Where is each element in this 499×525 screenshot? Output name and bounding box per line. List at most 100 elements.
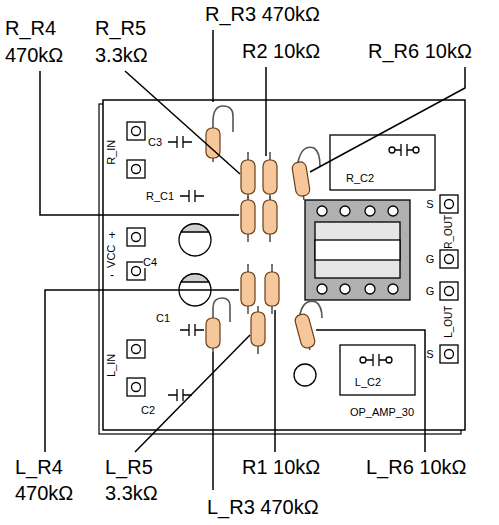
capacitor-band: [181, 224, 209, 232]
pad: [127, 340, 145, 358]
callout-label: R_R5: [95, 17, 146, 40]
callout-label: R2 10kΩ: [242, 40, 320, 63]
pad: [440, 345, 458, 363]
ic-socket: [305, 200, 410, 300]
pad-hole: [386, 357, 392, 363]
callout-label: R_R6 10kΩ: [368, 40, 472, 63]
resistor-bodies: [206, 128, 316, 349]
socket-pin: [388, 206, 398, 216]
silkscreen-text: R_OUT: [443, 215, 455, 249]
pad-hole: [389, 147, 395, 153]
silkscreen-text: C2: [141, 404, 155, 417]
callout-label: L_R5: [105, 456, 153, 479]
pin-name: G: [426, 253, 435, 266]
pad: [440, 282, 458, 300]
socket-pin: [317, 206, 327, 216]
callout-value: 470kΩ: [5, 44, 63, 67]
silkscreen-text: R_IN: [106, 139, 119, 164]
silkscreen-text: C4: [143, 256, 157, 269]
silkscreen-text: C3: [148, 136, 162, 149]
silkscreen-text: R_C2: [346, 172, 374, 185]
pad: [127, 228, 145, 246]
callout-label: R_R3 470kΩ: [205, 3, 320, 26]
capacitor-symbol: [395, 144, 413, 156]
pad-hole: [413, 147, 419, 153]
callout-value: 470kΩ: [15, 482, 73, 505]
pad-hole: [132, 127, 141, 136]
pad: [440, 250, 458, 268]
capacitor-symbol: [168, 389, 192, 401]
resistor-symbol: [241, 200, 255, 234]
socket-pins: [317, 206, 398, 294]
socket-pin: [340, 206, 350, 216]
socket-pin: [365, 284, 375, 294]
pad-hole: [445, 287, 454, 296]
mounting-circle: [294, 364, 316, 386]
resistor-symbol: [241, 160, 255, 194]
leader-line: [125, 71, 240, 174]
socket-slot: [315, 240, 400, 260]
leader-line: [310, 67, 465, 172]
pad: [127, 378, 145, 396]
resistor-symbol: [265, 272, 279, 306]
silkscreen-text: L_C2: [355, 376, 381, 389]
leader-line: [212, 352, 214, 490]
silkscreen-text: VCC: [106, 244, 119, 267]
pad-hole: [360, 357, 366, 363]
callout-label: L_R3 470kΩ: [207, 496, 319, 519]
capacitor-symbol: [168, 136, 192, 148]
silkscreen-box: [330, 135, 435, 190]
pad-hole: [445, 200, 454, 209]
resistor-symbol: [206, 318, 220, 348]
socket-pin: [340, 284, 350, 294]
capacitor-symbols: [168, 135, 435, 401]
capacitor-band: [181, 274, 209, 282]
pad-hole: [132, 233, 141, 242]
leader-line: [45, 290, 239, 452]
resistor-symbol: [251, 312, 265, 346]
resistor-symbol: [263, 160, 277, 194]
capacitor-symbol: [366, 354, 386, 366]
resistor-symbol: [263, 200, 277, 234]
pad: [127, 160, 145, 178]
silkscreen-text: -: [110, 269, 114, 283]
resistor-leads: [213, 106, 322, 354]
pad: [440, 195, 458, 213]
resistor-symbol: [291, 161, 310, 197]
silkscreen-text: +: [108, 229, 115, 243]
pad-hole: [132, 383, 141, 392]
pad-hole: [132, 345, 141, 354]
silkscreen-text: L_IN: [106, 353, 119, 376]
callout-value: 3.3kΩ: [95, 44, 148, 67]
callout-label: R_R4: [5, 17, 56, 40]
silkscreen-text: L_OUT: [443, 306, 455, 338]
socket-body: [305, 200, 410, 300]
callout-label: L_R4: [15, 456, 63, 479]
capacitor-symbol: [180, 190, 204, 202]
socket-inner: [315, 222, 400, 278]
callout-label: R1 10kΩ: [242, 456, 320, 479]
leader-line: [40, 71, 239, 215]
leader-line: [265, 67, 267, 156]
leader-lines: [40, 30, 465, 490]
pin-name: S: [426, 348, 433, 361]
pad-hole: [445, 350, 454, 359]
silkscreen-text: R_C1: [146, 190, 174, 203]
resistor-symbol: [241, 272, 255, 306]
board-outline: [103, 100, 465, 430]
callout-label: L_R6 10kΩ: [366, 456, 467, 479]
leader-line: [212, 30, 214, 102]
pin-name: G: [426, 285, 435, 298]
capacitor-symbol: [180, 324, 204, 336]
silkscreen-box: [340, 345, 415, 395]
socket-pin: [388, 284, 398, 294]
pad-hole: [132, 267, 141, 276]
resistor-symbol: [294, 313, 316, 349]
pad-hole: [445, 255, 454, 264]
capacitor-outline: [179, 224, 211, 256]
electrolytic-capacitor: [179, 224, 211, 306]
silkscreen-text: OP_AMP_30: [350, 406, 414, 419]
leader-line: [135, 335, 250, 452]
pad-hole: [132, 165, 141, 174]
